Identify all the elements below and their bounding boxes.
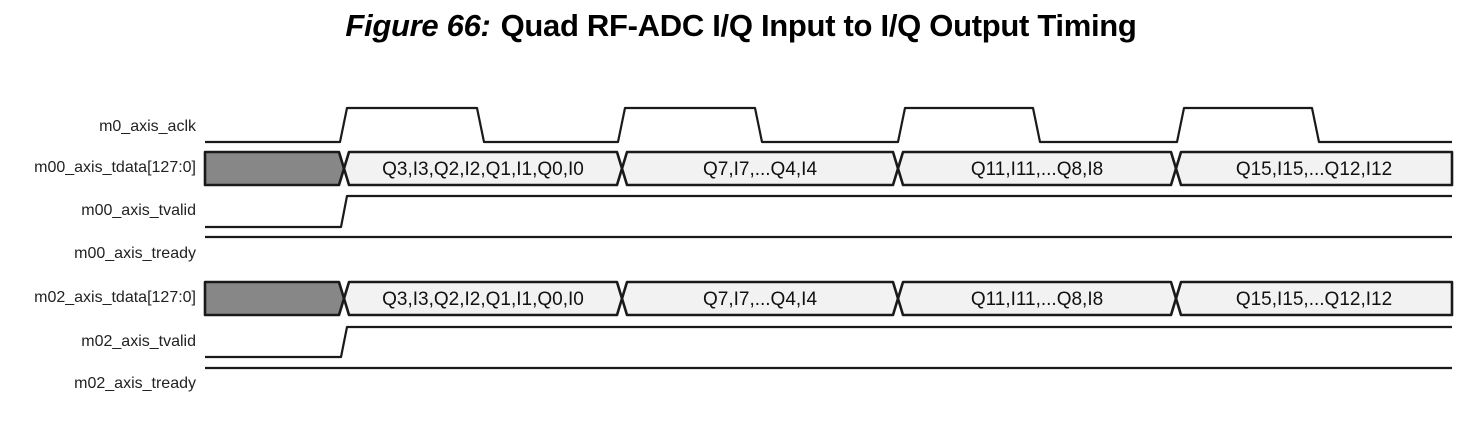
signal-label-m02-axis-tvalid: m02_axis_tvalid <box>81 333 196 350</box>
bus-segment-label: Q3,I3,Q2,I2,Q1,I1,Q0,I0 <box>382 159 584 180</box>
tvalid-waveform <box>205 194 1452 229</box>
bus-segment-label: Q7,I7,...Q4,I4 <box>703 289 817 310</box>
valid-trace-m02-axis-tvalid <box>205 325 1452 359</box>
bus-trace-m02-axis-tdata-127-0: Q3,I3,Q2,I2,Q1,I1,Q0,I0 Q7,I7,...Q4,I4 Q11… <box>203 280 1454 317</box>
bus-segment-label: Q3,I3,Q2,I2,Q1,I1,Q0,I0 <box>382 289 584 310</box>
tvalid-waveform <box>205 325 1452 359</box>
signal-label-m00-axis-tready: m00_axis_tready <box>74 245 196 262</box>
bus-segment <box>342 150 624 187</box>
figure-title: Figure 66: Quad RF-ADC I/Q Input to I/Q O… <box>0 8 1482 44</box>
bus-segment-label: Q7,I7,...Q4,I4 <box>703 159 817 180</box>
signal-label-m00-axis-tdata: m00_axis_tdata[127:0] <box>34 159 196 176</box>
bus-segment <box>1174 150 1454 187</box>
clock-waveform <box>205 106 1452 144</box>
figure-number-label: Figure 66: <box>345 8 491 43</box>
signal-label-m0-axis-aclk: m0_axis_aclk <box>99 118 196 135</box>
bus-segment <box>342 280 624 317</box>
figure-title-text: Quad RF-ADC I/Q Input to I/Q Output Timi… <box>500 8 1137 43</box>
clock-trace-m0-axis-aclk <box>205 106 1452 144</box>
bus-segment-unknown <box>203 150 346 187</box>
bus-segment <box>620 280 900 317</box>
bus-segment <box>620 150 900 187</box>
bus-segment <box>896 280 1178 317</box>
valid-trace-m00-axis-tvalid <box>205 194 1452 229</box>
bus-segment-label: Q15,I15,...Q12,I12 <box>1236 289 1392 310</box>
bus-segment-label: Q15,I15,...Q12,I12 <box>1236 159 1392 180</box>
signal-label-m02-axis-tready: m02_axis_tready <box>74 375 196 392</box>
signal-label-m00-axis-tvalid: m00_axis_tvalid <box>81 202 196 219</box>
bus-segment <box>1174 280 1454 317</box>
bus-trace-m00-axis-tdata-127-0: Q3,I3,Q2,I2,Q1,I1,Q0,I0 Q7,I7,...Q4,I4 Q11… <box>203 150 1454 187</box>
bus-segment-label: Q11,I11,...Q8,I8 <box>971 289 1103 310</box>
bus-segment-label: Q11,I11,...Q8,I8 <box>971 159 1103 180</box>
signal-label-m02-axis-tdata: m02_axis_tdata[127:0] <box>34 289 196 306</box>
bus-segment <box>896 150 1178 187</box>
bus-segment-unknown <box>203 280 346 317</box>
